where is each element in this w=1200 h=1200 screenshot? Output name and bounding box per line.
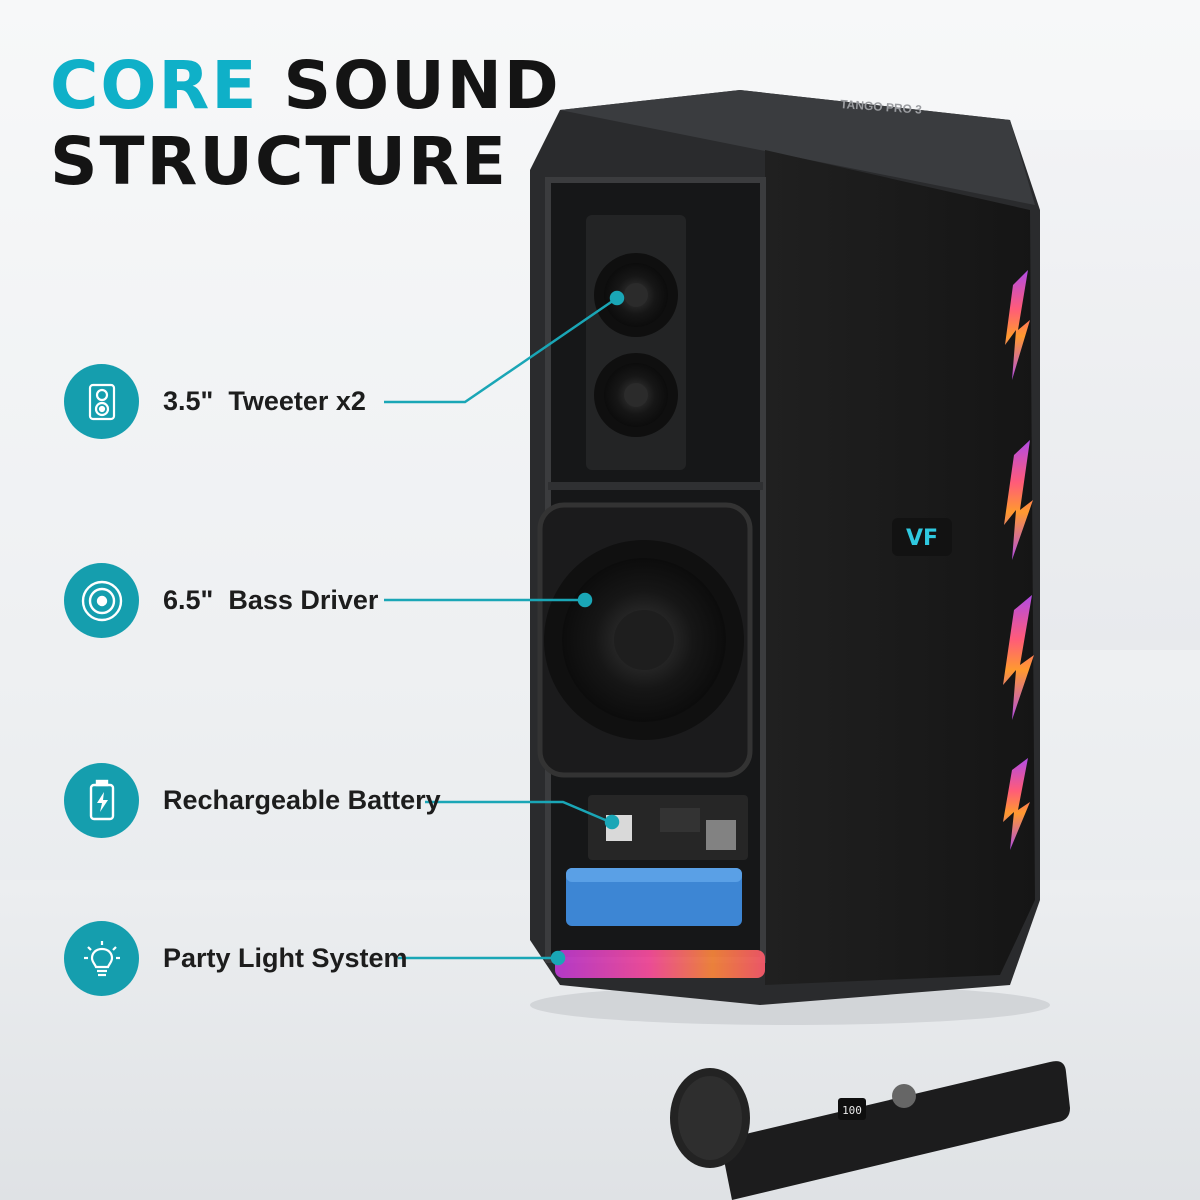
leader-dot-bass	[577, 592, 593, 608]
feature-battery: Rechargeable Battery	[64, 763, 441, 838]
brand-logo: VF	[906, 526, 938, 551]
lightbulb-icon	[64, 921, 139, 996]
leader-line-battery	[425, 800, 611, 824]
woofer-illustration	[544, 540, 744, 740]
speaker-icon	[64, 364, 139, 439]
title-word: SOUND	[283, 47, 561, 124]
title-accent: CORE	[50, 47, 259, 124]
leader-line-tweeter	[384, 296, 618, 404]
woofer-icon	[64, 563, 139, 638]
leader-dot-tweeter	[609, 290, 625, 306]
feature-label-bass: 6.5" Bass Driver	[163, 585, 379, 615]
title-line2: STRUCTURE	[50, 123, 508, 200]
feature-tweeter: 3.5" Tweeter x2	[64, 364, 366, 439]
microphone-illustration: 100	[670, 1061, 1070, 1200]
leader-dot-battery	[604, 814, 620, 830]
feature-bass: 6.5" Bass Driver	[64, 563, 378, 638]
battery-icon	[64, 763, 139, 838]
page-title: CORE SOUND STRUCTURE	[50, 48, 561, 200]
feature-label-light: Party Light System	[163, 943, 408, 973]
tweeter-bottom-illustration	[594, 353, 678, 437]
tweeter-top-illustration	[594, 253, 678, 337]
feature-label-tweeter: 3.5" Tweeter x2	[163, 386, 366, 416]
feature-label-battery: Rechargeable Battery	[163, 785, 441, 815]
model-label: TANGO PRO 3	[840, 97, 923, 117]
mic-display: 100	[842, 1104, 862, 1117]
feature-light: Party Light System	[64, 921, 408, 996]
leader-dot-light	[550, 950, 566, 966]
